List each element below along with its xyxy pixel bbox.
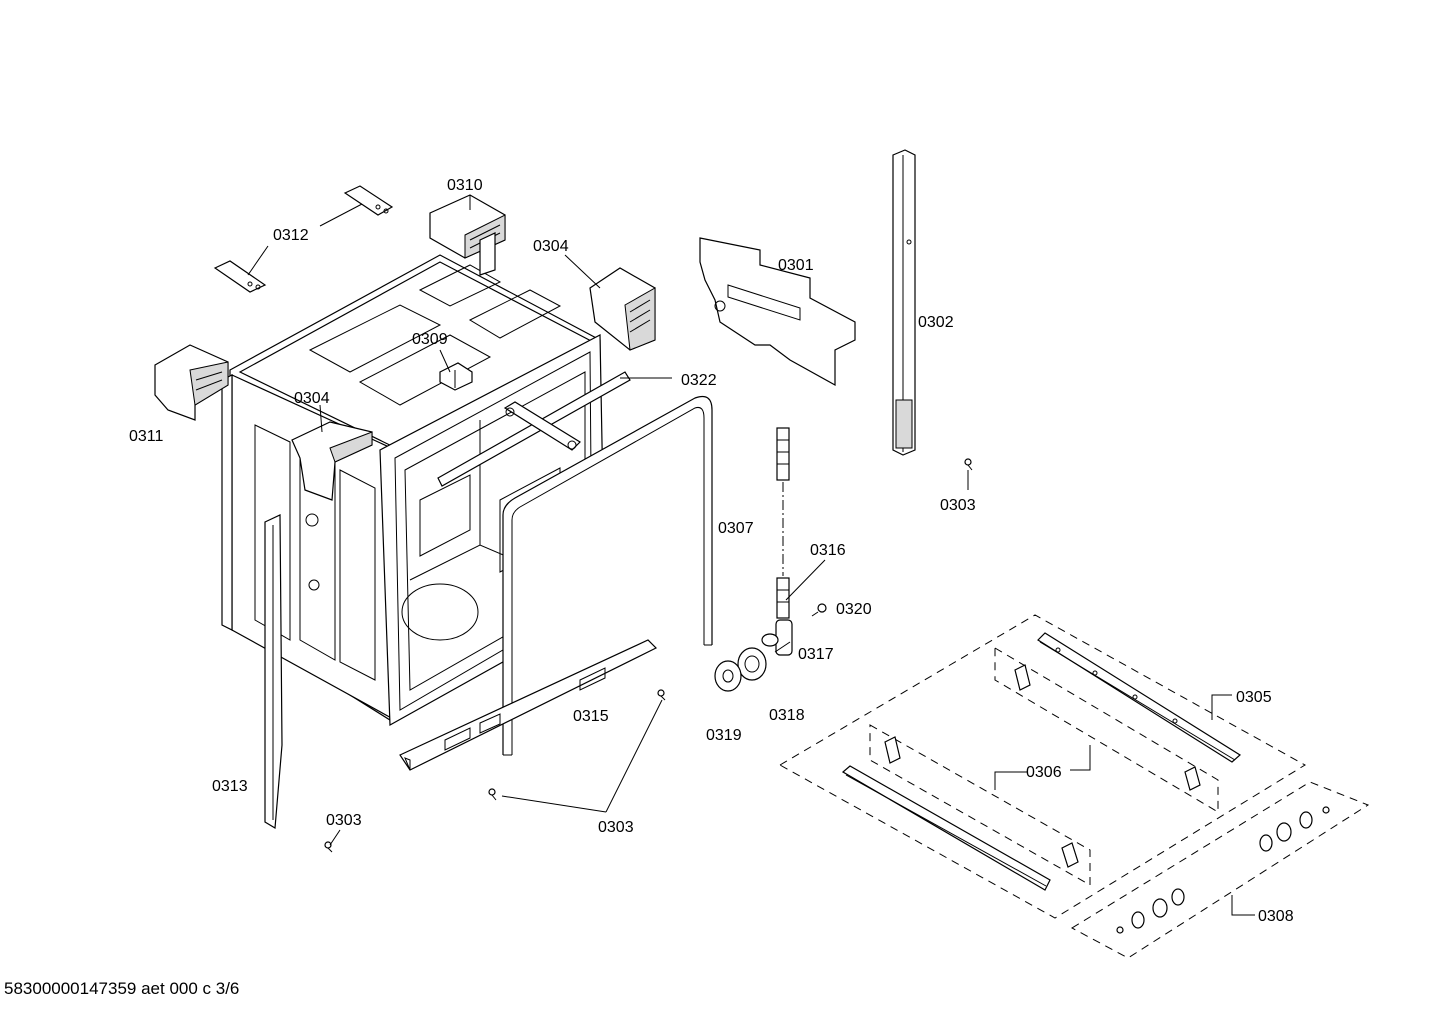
label-0304-left: 0304	[294, 390, 330, 407]
label-0317: 0317	[798, 646, 834, 663]
label-0308: 0308	[1258, 908, 1294, 925]
part-0317-connector	[761, 619, 793, 656]
part-0319-ring	[714, 660, 742, 692]
label-0318: 0318	[769, 707, 805, 724]
label-0313: 0313	[212, 778, 248, 795]
label-0302: 0302	[918, 314, 954, 331]
label-0311: 0311	[129, 428, 164, 445]
label-0303-right: 0303	[940, 497, 976, 514]
label-0315: 0315	[573, 708, 609, 725]
document-code: 58300000147359 aet 000 c 3/6	[4, 979, 240, 998]
label-0312: 0312	[273, 227, 309, 244]
label-0305: 0305	[1236, 689, 1272, 706]
base-assembly	[778, 614, 1370, 959]
part-0311-bracket	[154, 344, 229, 421]
label-0322: 0322	[681, 372, 717, 389]
label-0303-left: 0303	[326, 812, 362, 829]
leader-lines	[247, 195, 1255, 916]
part-labels: 0310 0312 0304 0301 0302 0309 0322 0304 …	[129, 177, 1294, 925]
label-0309: 0309	[412, 331, 448, 348]
label-0306: 0306	[1026, 764, 1062, 781]
part-0309-clip	[439, 362, 473, 391]
label-0304-top: 0304	[533, 238, 569, 255]
part-0303-screws	[324, 458, 973, 853]
part-0307-door-seal	[502, 395, 713, 756]
part-0304-bracket-left	[291, 421, 373, 501]
label-0303-center: 0303	[598, 819, 634, 836]
part-0302-trim	[892, 149, 916, 456]
part-0301-panel	[699, 237, 856, 387]
label-0320: 0320	[836, 601, 872, 618]
part-0322-rail	[437, 371, 631, 487]
part-0320-screw	[811, 603, 827, 617]
label-0301: 0301	[778, 257, 814, 274]
part-0313-side-strip	[264, 514, 283, 830]
label-0307: 0307	[718, 520, 754, 537]
part-0304-bracket-top	[589, 267, 656, 351]
label-0319: 0319	[706, 727, 742, 744]
label-0310: 0310	[447, 177, 483, 194]
part-0312-plates	[213, 185, 394, 293]
part-0315-bottom-rail	[399, 639, 658, 771]
label-0316: 0316	[810, 542, 846, 559]
part-0316-hose	[776, 427, 790, 619]
part-0318-ring	[737, 647, 767, 681]
